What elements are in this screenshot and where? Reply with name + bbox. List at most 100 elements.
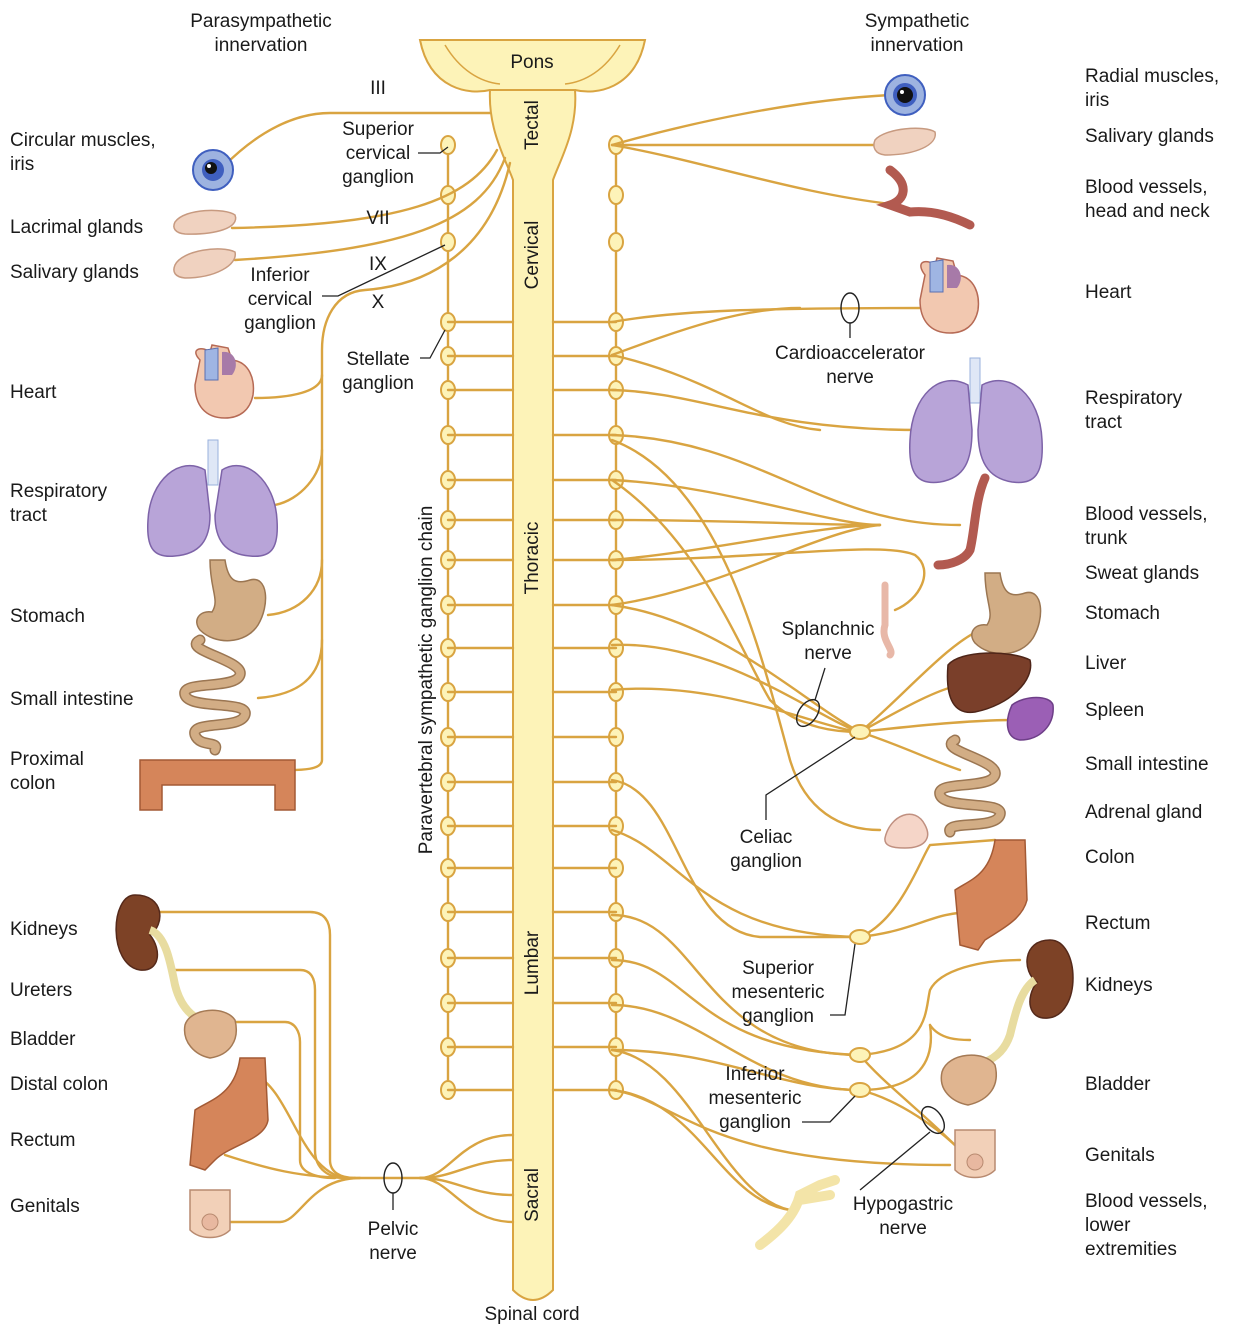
right-label-liver: Liver [1085, 653, 1127, 674]
inf-mes-ganglion-label-2: mesenteric [709, 1088, 802, 1109]
superior-mesenteric-ganglion [850, 930, 870, 944]
left-label-heart: Heart [10, 382, 57, 403]
right-label-adrenal: Adrenal gland [1085, 802, 1202, 823]
blood-vessel-trunk-icon [938, 478, 985, 565]
right-label-resp-1: Respiratory [1085, 388, 1183, 409]
heart-icon-left [195, 345, 253, 418]
left-label-stomach: Stomach [10, 606, 85, 627]
sup-mes-ganglion-label-3: ganglion [742, 1006, 814, 1027]
heart-icon-right [920, 258, 978, 333]
kidney-icon-right [985, 940, 1073, 1062]
colon-rectum-icon-right [955, 840, 1027, 950]
left-ganglion-chain [441, 136, 455, 1099]
right-label-sweat: Sweat glands [1085, 563, 1199, 584]
right-label-spleen: Spleen [1085, 700, 1144, 721]
genitals-icon-left [190, 1190, 230, 1238]
hypogastric-nerve-label-2: nerve [879, 1218, 927, 1239]
right-ganglion-chain [609, 136, 623, 1099]
left-label-iris-2: iris [10, 154, 34, 175]
cranial-nerve-VII: VII [366, 208, 389, 229]
inferior-mesenteric-ganglion [850, 1083, 870, 1097]
blood-vessel-lower-icon [760, 1180, 835, 1245]
left-label-salivary: Salivary glands [10, 262, 139, 283]
right-label-rectum: Rectum [1085, 913, 1150, 934]
left-label-distal: Distal colon [10, 1074, 108, 1095]
tectal-label: Tectal [522, 100, 543, 150]
right-label-stomach: Stomach [1085, 603, 1160, 624]
right-label-bv-trunk-2: trunk [1085, 528, 1128, 549]
spleen-icon [1007, 698, 1053, 741]
right-label-bv-low-1: Blood vessels, [1085, 1191, 1208, 1212]
lumbar-label: Lumbar [522, 930, 543, 995]
eye-icon-left [193, 150, 233, 190]
inf-cerv-ganglion-label-1: Inferior [250, 265, 310, 286]
symp-header-line1: Sympathetic [865, 11, 970, 32]
left-label-genitals: Genitals [10, 1196, 80, 1217]
right-chain-ganglion [609, 186, 623, 204]
para-header-line1: Parasympathetic [190, 11, 332, 32]
spinal-cord-label: Spinal cord [484, 1304, 579, 1325]
thoracic-label: Thoracic [522, 522, 543, 595]
pons-label: Pons [510, 52, 553, 73]
inf-mes-ganglion-label-3: ganglion [719, 1112, 791, 1133]
left-label-resp-1: Respiratory [10, 481, 108, 502]
right-label-radial-2: iris [1085, 90, 1109, 111]
cranial-nerve-III: III [370, 78, 386, 99]
sweat-gland-icon [884, 585, 891, 655]
left-label-prox-1: Proximal [10, 749, 84, 770]
cardio-nerve-label-2: nerve [826, 367, 874, 388]
right-label-bv-low-2: lower [1085, 1215, 1131, 1236]
eye-icon-right [885, 75, 925, 115]
right-label-bv-trunk-1: Blood vessels, [1085, 504, 1208, 525]
inferior-mesenteric-ganglion-upper [850, 1048, 870, 1062]
left-label-resp-2: tract [10, 505, 48, 526]
bladder-icon-right [941, 1055, 996, 1105]
para-header-line2: innervation [215, 35, 308, 56]
pelvic-nerve-label-2: nerve [369, 1243, 417, 1264]
celiac-ganglion-label-2: ganglion [730, 851, 802, 872]
right-label-resp-2: tract [1085, 412, 1123, 433]
splanchnic-nerve-label-2: nerve [804, 643, 852, 664]
symp-header-line2: innervation [871, 35, 964, 56]
cervical-label: Cervical [522, 221, 543, 290]
inf-cerv-ganglion-label-3: ganglion [244, 313, 316, 334]
right-label-small-int: Small intestine [1085, 754, 1209, 775]
adrenal-gland-icon [885, 814, 928, 848]
bladder-icon-left [185, 1010, 237, 1058]
right-label-kidneys: Kidneys [1085, 975, 1153, 996]
left-chain-ganglion [441, 233, 455, 251]
left-label-iris-1: Circular muscles, [10, 130, 156, 151]
right-label-colon: Colon [1085, 847, 1135, 868]
ganglion-chain-label: Paravertebral sympathetic ganglion chain [416, 506, 437, 855]
sup-mes-ganglion-label-2: mesenteric [732, 982, 825, 1003]
stellate-ganglion-label-1: Stellate [346, 349, 409, 370]
sup-cerv-ganglion-label-1: Superior [342, 119, 414, 140]
stomach-icon-right [972, 573, 1041, 654]
salivary-gland-icon-left [174, 249, 235, 278]
sup-cerv-ganglion-label-3: ganglion [342, 167, 414, 188]
genitals-icon-right [955, 1130, 995, 1178]
inf-mes-ganglion-label-1: Inferior [725, 1064, 785, 1085]
left-label-small-int: Small intestine [10, 689, 134, 710]
right-label-genitals: Genitals [1085, 1145, 1155, 1166]
right-label-heart: Heart [1085, 282, 1132, 303]
right-chain-ganglion [609, 233, 623, 251]
right-label-bv-low-3: extremities [1085, 1239, 1177, 1260]
pelvic-nerve-label-1: Pelvic [368, 1219, 419, 1240]
sacral-label: Sacral [522, 1168, 543, 1222]
left-label-lacrimal: Lacrimal glands [10, 217, 143, 238]
right-label-bv-head-1: Blood vessels, [1085, 177, 1208, 198]
cardio-nerve-label-1: Cardioaccelerator [775, 343, 926, 364]
left-label-ureters: Ureters [10, 980, 72, 1001]
cranial-nerve-X: X [372, 292, 385, 313]
celiac-ganglion-label-1: Celiac [740, 827, 793, 848]
sup-cerv-ganglion-label-2: cervical [346, 143, 410, 164]
sup-mes-ganglion-label-1: Superior [742, 958, 814, 979]
right-label-radial-1: Radial muscles, [1085, 66, 1219, 87]
right-label-salivary: Salivary glands [1085, 126, 1214, 147]
right-label-bladder: Bladder [1085, 1074, 1151, 1095]
left-label-rectum: Rectum [10, 1130, 75, 1151]
left-label-kidneys: Kidneys [10, 919, 78, 940]
small-intestine-icon-left [185, 640, 246, 750]
